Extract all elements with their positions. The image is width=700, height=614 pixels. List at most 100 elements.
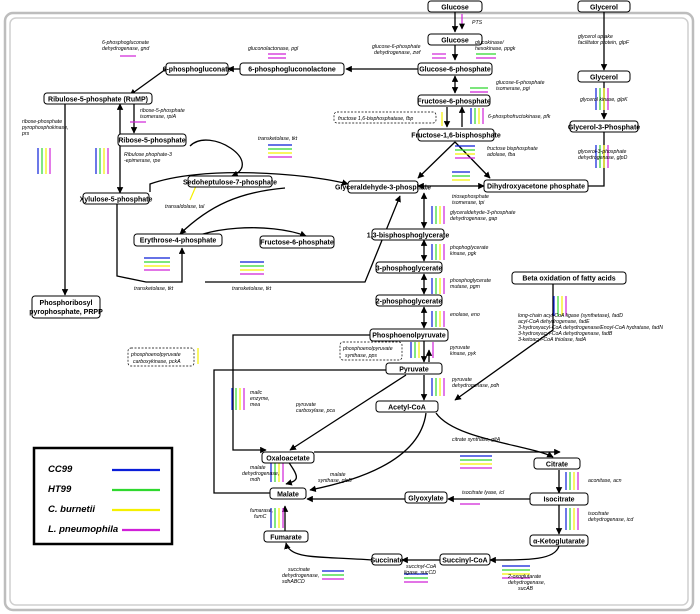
enzyme-acn: aconitase, acn [588, 478, 622, 484]
enzyme-succ-2: ligase, sucCD [404, 570, 436, 576]
enzyme-zwf-1: glucose-6-phosphate [372, 44, 421, 50]
legend-label-l-pneumophila: L. pneumophila [48, 524, 118, 535]
enzyme-pps-2: synthase, pps [345, 353, 377, 359]
node-citrate: Citrate [546, 462, 568, 469]
enzyme-fad-4: 3-hydroxyacyl-CoA dehydrogenase, fadB [518, 331, 613, 337]
enzyme-pgk-2: kinase, pgk [450, 251, 477, 257]
enzyme-tpi-1: triosephosphate [452, 194, 489, 200]
enzyme-tpi-2: isomerase, tpi [452, 200, 485, 206]
legend-label-c-burnetii: C. burnetii [48, 504, 95, 515]
legend: CC99 HT99 C. burnetii L. pneumophila [32, 446, 174, 546]
legend-label-ht99: HT99 [48, 484, 72, 495]
node-fructose-6-phosphate-ppp: Fructose-6-phosphate [260, 240, 334, 247]
node-isocitrate: Isocitrate [543, 497, 574, 504]
enzyme-fumc-1: fumarase, [250, 508, 273, 514]
outer-frame [3, 11, 695, 612]
node-pyruvate: Pyruvate [399, 367, 429, 374]
enzyme-mdh-3: mdh [250, 477, 260, 483]
enzyme-prs-3: prs [21, 131, 30, 137]
enzyme-rpia-2: isomerase, rpiA [140, 114, 177, 120]
enzyme-pgm-1: phosphoglycerate [449, 278, 491, 284]
enzyme-eno: enolase, eno [450, 312, 480, 318]
enzyme-glcb-1: malate [330, 472, 346, 478]
node-glycerol-top: Glycerol [590, 5, 618, 12]
enzyme-mdh-2: dehydrogenase, [242, 471, 279, 477]
enzyme-pgk-1: phophoglycerate [449, 245, 488, 251]
enzyme-pgm-2: mutase, pgm [450, 284, 481, 290]
enzyme-icd-2: dehydrogenase, icd [588, 517, 634, 523]
enzyme-pdh-1: pyruvate [451, 377, 472, 383]
node-glyceraldehyde-3-phosphate: Glyceraldehyde-3-phosphate [335, 185, 431, 192]
enzyme-fba-2: adolase, fba [487, 152, 515, 158]
enzyme-fad-2: acyl-CoA dehydrogenase, fadE [518, 319, 590, 325]
node-fructose-6-phosphate: Fructose-6-phosphate [417, 99, 491, 106]
enzyme-pps-1: phosphoenolpyruvate [342, 346, 393, 352]
enzyme-glpd-1: glycerol-3-phosphate [578, 149, 627, 155]
enzyme-glta: citrate synthase, gltA [452, 437, 501, 443]
node-1-3-bisphosphoglycerate: 1,3-bisphosphoglycerate [367, 233, 450, 240]
enzyme-fad-3: 3-hydroxyacyl-CoA dehydrogenase/Enoyl-Co… [518, 325, 663, 331]
enzyme-succ-1: succinyl-CoA [406, 564, 437, 570]
enzyme-pyk-2: kinase, pyk [450, 351, 476, 357]
legend-box [32, 446, 174, 546]
enzyme-suca-2: dehydrogenase, [508, 580, 545, 586]
enzyme-icd-1: isocitrate [588, 511, 609, 517]
enzyme-mea-1: malic [250, 390, 263, 396]
enzyme-sdh-2: dehydrogenase, [282, 573, 319, 579]
node-labels: Glucose Glycerol Glucose Glucose-6-phosp… [29, 5, 640, 565]
node-succinate: Succinate [370, 558, 403, 565]
enzyme-mea-2: enzyme, [250, 396, 270, 402]
enzyme-pcka-1: phosphoenolpyruvate [130, 352, 181, 358]
enzyme-pyk-1: pyruvate [449, 345, 470, 351]
enzyme-prs-2: pyrophosphokinase, [21, 125, 68, 131]
enzyme-fumc-2: fumC [254, 514, 267, 520]
node-acetyl-coa: Acetyl-CoA [388, 405, 426, 412]
enzyme-glpk: glycerol kinase, glpK [580, 97, 628, 103]
enzyme-pgi-2: isomerase, pgi [496, 86, 531, 92]
enzyme-pgl: gluconolactonase, pgl [248, 46, 299, 52]
enzyme-ppgk-1: glucokinase/ [475, 40, 504, 46]
node-prpp-line1: Phosphoribosyl [40, 300, 93, 307]
node-3-phosphoglycerate: 3-phosphoglycerate [376, 266, 443, 273]
node-alpha-ketoglutarate: α-Ketoglutarate [533, 539, 585, 546]
enzyme-pcka-2: carboxykinase, pckA [133, 359, 181, 365]
enzyme-glpf-1: glycerol uptake [578, 34, 613, 40]
enzyme-fba-1: fructose bisphosphate [487, 146, 538, 152]
enzyme-prs-1: ribose-phosphate [22, 119, 62, 125]
node-glycerol-3-phosphate: Glycerol-3-Phosphate [568, 125, 640, 132]
node-succinyl-coa: Succinyl-CoA [442, 558, 488, 565]
enzyme-tkt-3: transketolase, tkt [232, 286, 272, 292]
node-ribose-5-phosphate: Ribose-5-phosphate [118, 138, 185, 145]
enzyme-gnd-1: 6-phosphogluconate [102, 40, 149, 46]
enzyme-fad-1: long-chain acyl-CoA ligase (synthetase),… [518, 313, 623, 319]
enzyme-sdh-3: sdhABCD [282, 579, 305, 585]
node-6-phosphogluconate: 6-phosphogluconate [163, 67, 232, 74]
enzyme-pca-2: carboxylase, pca [296, 408, 335, 414]
node-sedoheptulose-7-phosphate: Sedoheptulose-7-phosphate [183, 180, 277, 187]
enzyme-icl: isocitrate lyase, icl [462, 490, 505, 496]
node-beta-oxidation: Beta oxidation of fatty acids [522, 276, 615, 283]
node-erythrose-4-phosphate: Erythrose-4-phosphate [140, 238, 217, 245]
node-boxes [31, 0, 639, 566]
enzyme-zwf-2: dehydrogenase, zwf [374, 50, 421, 56]
enzyme-pts: PTS [472, 20, 483, 26]
enzyme-pca-1: pyruvate [295, 402, 316, 408]
node-glyoxylate: Glyoxylate [408, 496, 444, 503]
node-glucose: Glucose [441, 38, 469, 45]
enzyme-tal: transaldolase, tal [165, 204, 205, 210]
enzyme-mdh-1: malate [250, 465, 266, 471]
node-dihydroxyacetone-phosphate: Dihydroxyacetone phosphate [487, 184, 585, 191]
node-fumarate: Fumarate [270, 535, 302, 542]
node-malate: Malate [277, 492, 299, 499]
node-phosphoenolpyruvate: Phosphoenolpyruvate [372, 333, 446, 340]
enzyme-gap-1: glyceraldehyde-3-phosphate [450, 210, 516, 216]
enzyme-glcb-2: synthase, glcB [318, 478, 352, 484]
enzyme-glpd-2: dehydrogenase, glpD [578, 155, 628, 161]
enzyme-tkt-1: transketolase, tkt [258, 136, 298, 142]
enzyme-glpf-2: facilitator protein, glpF [578, 40, 630, 46]
enzyme-gap-2: dehydrogenase, gap [450, 216, 497, 222]
node-prpp-line2: pyrophosphate, PRPP [29, 309, 103, 316]
enzyme-pdh-2: dehydrogenase, pdh [452, 383, 499, 389]
enzyme-suca-3: sucAB [518, 586, 534, 592]
